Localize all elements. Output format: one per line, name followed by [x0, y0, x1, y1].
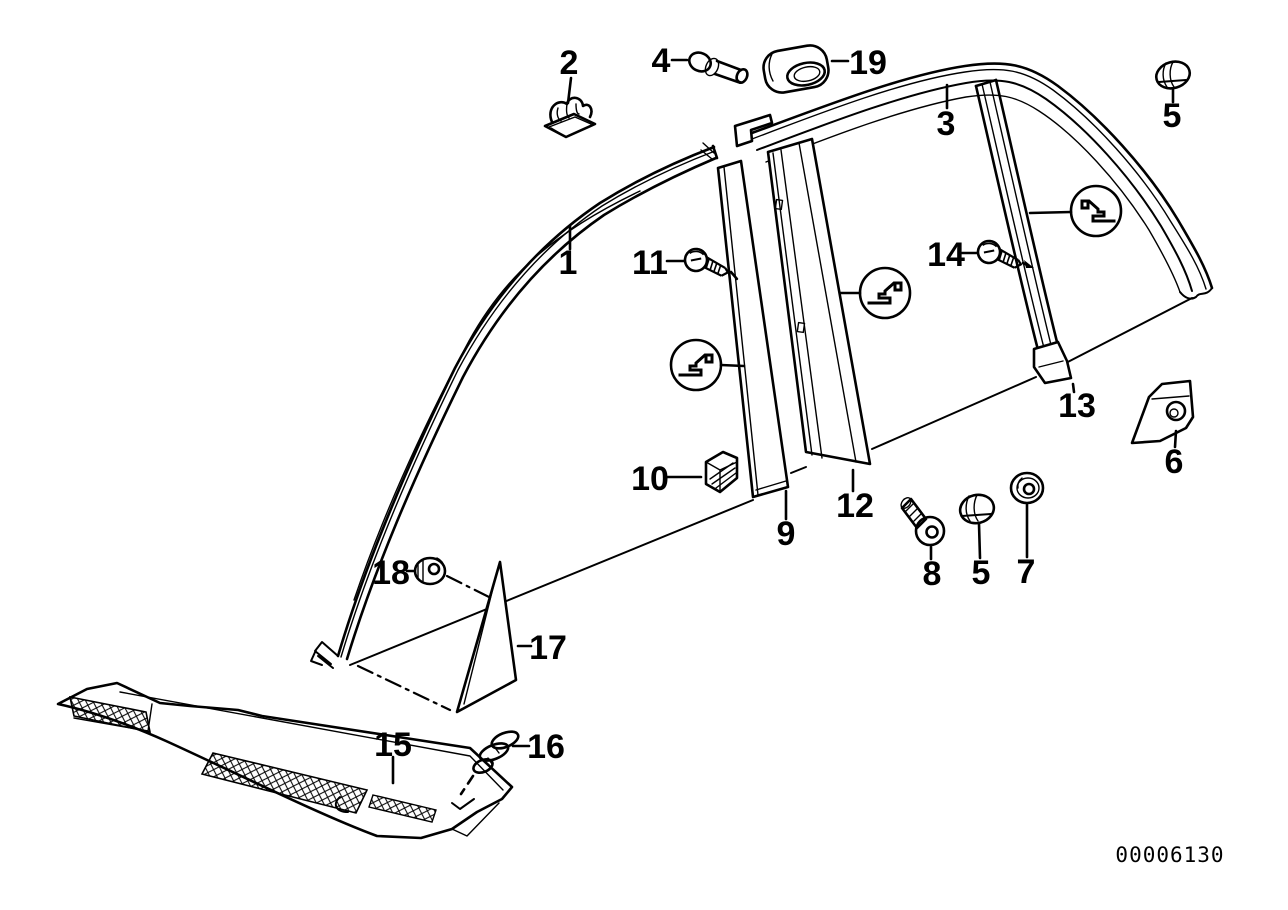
ring-grommet-part7: [1009, 471, 1045, 505]
callout-12[interactable]: 12: [836, 487, 874, 525]
b-pillar-trim-front: [716, 159, 790, 499]
guide-trim-foot: [1032, 340, 1073, 385]
rear-door-frame-molding: [733, 62, 1214, 300]
molding-profile-symbol-2: [838, 266, 912, 320]
dome-cap-part5-top: [1154, 60, 1192, 90]
callout-6[interactable]: 6: [1165, 443, 1184, 481]
callout-11[interactable]: 11: [632, 244, 668, 282]
callout-8[interactable]: 8: [923, 555, 942, 593]
cowl-mark: [334, 796, 349, 813]
bolt-part8: [900, 497, 946, 547]
clip-part2: [543, 96, 597, 139]
cowl-slot: [368, 794, 437, 823]
callout-3[interactable]: 3: [937, 105, 956, 143]
callout-13[interactable]: 13: [1058, 387, 1096, 425]
trim-hole: [796, 321, 806, 334]
cowl-mark: [451, 798, 475, 810]
document-number: 00006130: [1115, 843, 1224, 867]
callout-1[interactable]: 1: [559, 244, 578, 282]
callout-15[interactable]: 15: [374, 726, 412, 764]
mirror-triangle-cover: [455, 560, 518, 714]
cowl-grille-panel: [56, 681, 514, 840]
callout-5-top[interactable]: 5: [1163, 97, 1182, 135]
clip-part10: [704, 450, 739, 494]
assembly-axis-lower: [356, 664, 452, 712]
rear-window-guide-trim: [974, 78, 1073, 385]
cowl-grille-main: [200, 752, 369, 814]
callout-17[interactable]: 17: [529, 629, 567, 667]
callout-19[interactable]: 19: [849, 44, 887, 82]
molding-profile-symbol-3: [1028, 184, 1123, 238]
callout-14[interactable]: 14: [927, 236, 965, 274]
grommet-part18: [413, 556, 447, 586]
beltline-reference: [349, 297, 1193, 666]
callout-16[interactable]: 16: [527, 728, 565, 766]
callout-18[interactable]: 18: [372, 554, 410, 592]
leader-arrowhead: [1024, 260, 1034, 268]
b-pillar-trim-rear: [766, 137, 872, 466]
molding-profile-symbol-1: [669, 338, 746, 392]
assembly-axis-grommet: [445, 574, 491, 599]
callout-2[interactable]: 2: [560, 44, 579, 82]
callout-5-bottom[interactable]: 5: [972, 554, 991, 592]
rivet-part16: [459, 730, 520, 796]
cowl-grille-left: [68, 695, 152, 734]
oval-plug-part19: [762, 44, 830, 94]
dome-cap-part5-bottom: [958, 493, 996, 525]
trim-hole: [774, 198, 784, 211]
push-pin-part4: [688, 51, 749, 85]
screw-part11: [682, 246, 739, 281]
callout-labels: 1 2 3 4 5 19 11 14 13 6 10 9 12 8 5 7 18…: [372, 42, 1183, 766]
screw-part14: [975, 238, 1034, 270]
front-door-frame-molding: [310, 142, 719, 669]
callout-9[interactable]: 9: [777, 515, 796, 553]
leader-lines: [391, 58, 1178, 785]
callout-7[interactable]: 7: [1017, 553, 1036, 591]
cover-bracket-part6: [1130, 379, 1195, 445]
callout-10[interactable]: 10: [631, 460, 669, 498]
callout-4[interactable]: 4: [652, 42, 671, 80]
